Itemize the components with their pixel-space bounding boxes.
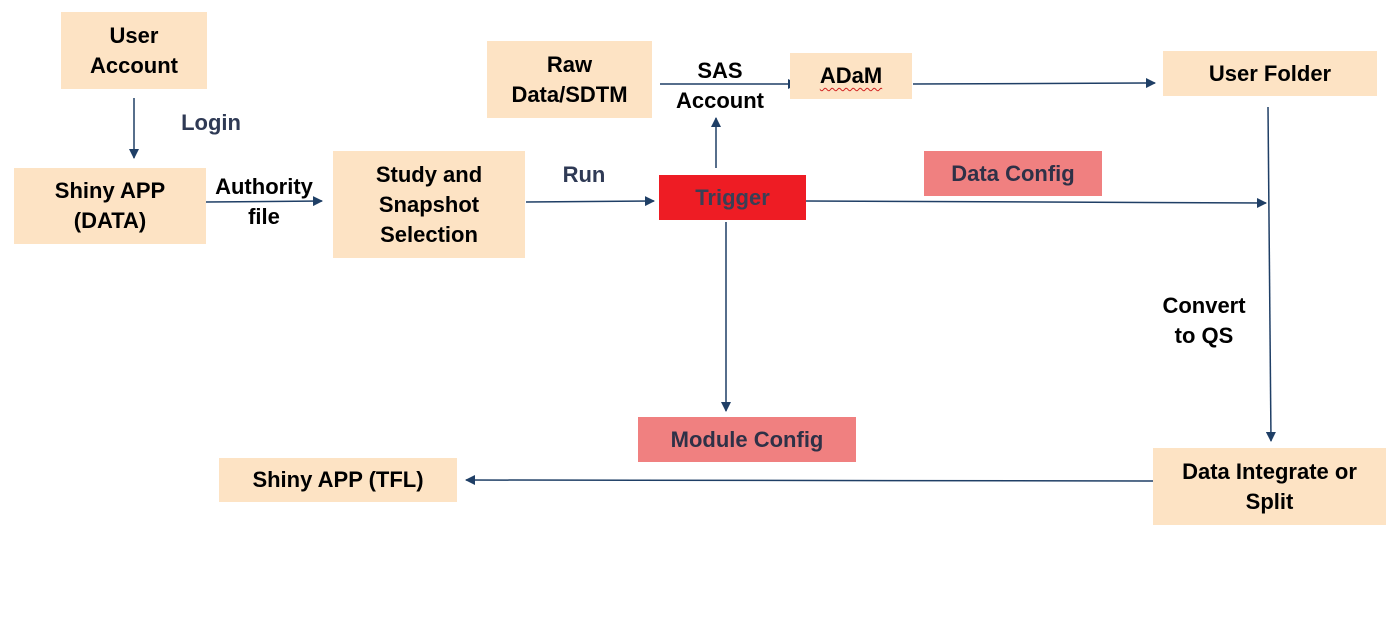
shiny-app-data-box: Shiny APP (DATA) [14, 168, 206, 244]
shiny-app-tfl-box: Shiny APP (TFL) [219, 458, 457, 502]
adam-box: ADaM [790, 53, 912, 99]
edge-data-integrate-to-shiny-tfl [465, 475, 1154, 486]
user-account-box: User Account [61, 12, 207, 89]
data-config-box: Data Config [924, 151, 1102, 196]
user-folder-box: User Folder [1163, 51, 1377, 96]
run-label: Run [562, 162, 606, 187]
edge-adam-to-user-folder [912, 78, 1156, 89]
sas-account-label: SAS Account [676, 58, 764, 113]
convert-to-qs-label: Convert to QS [1162, 293, 1246, 348]
authority-file-label: Authority file [215, 174, 313, 229]
edge-trigger-to-data-config-line [805, 197, 1267, 208]
trigger-box: Trigger [659, 175, 806, 220]
edge-study-selection-to-trigger [525, 196, 655, 207]
data-integrate-split-box: Data Integrate or Split [1153, 448, 1386, 525]
edge-user-folder-to-data-integrate [1265, 106, 1276, 442]
adam-label: ADaM [819, 63, 883, 88]
login-label: Login [181, 110, 241, 135]
module-config-box: Module Config [638, 417, 856, 462]
edge-shiny-app-to-study-selection [205, 196, 323, 207]
study-snapshot-selection-box: Study and Snapshot Selection [333, 151, 525, 258]
raw-data-sdtm-box: Raw Data/SDTM [487, 41, 652, 118]
